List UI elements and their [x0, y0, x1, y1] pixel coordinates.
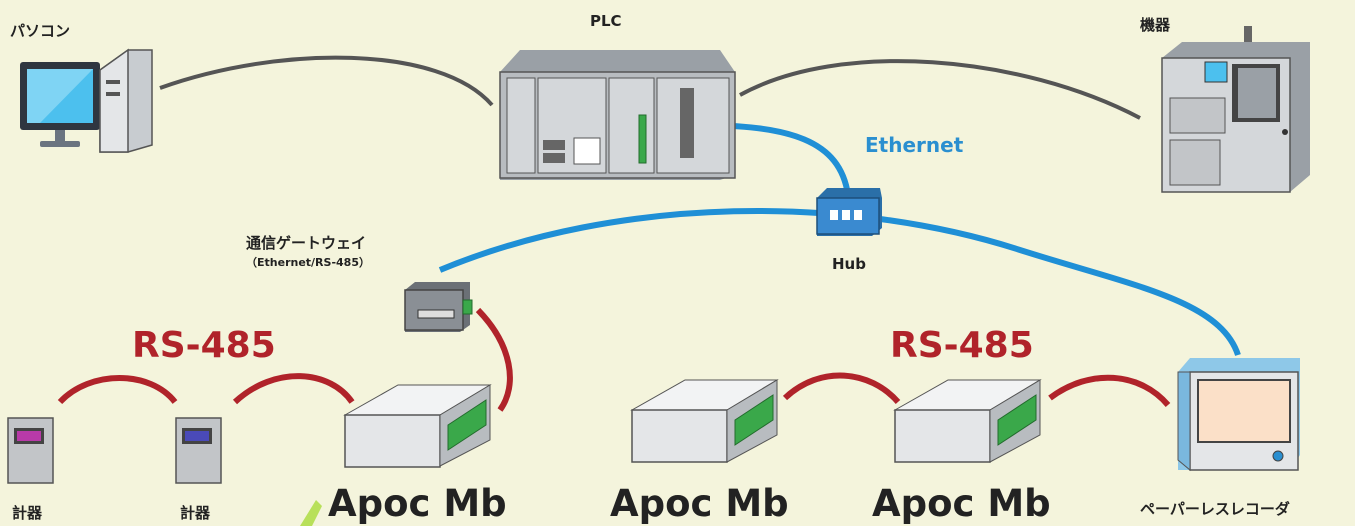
meter-1-icon — [7, 417, 54, 484]
hub-label: Hub — [832, 255, 866, 273]
apoc-mb-1-label: Apoc Mb — [328, 482, 507, 525]
pc-plc-cable — [159, 55, 494, 107]
meter-1-label: 計器 — [12, 504, 43, 522]
plc-label: PLC — [590, 12, 622, 30]
gateway-apoc-rs485-cable — [475, 307, 513, 412]
pc-icon — [20, 48, 153, 153]
pc-label: パソコン — [10, 22, 71, 40]
gateway-sub-label: （Ethernet/RS-485） — [246, 256, 370, 269]
apoc-recorder-rs485-cable — [1048, 374, 1171, 407]
apoc-apoc-rs485-cable — [782, 372, 901, 405]
apoc-mb-1-icon — [343, 384, 492, 468]
plc-equipment-cable — [739, 59, 1141, 120]
meter-2-icon — [175, 417, 222, 484]
meter-2-label: 計器 — [180, 504, 211, 522]
pointer-arrow-icon — [300, 500, 322, 526]
ethernet-label: Ethernet — [865, 133, 964, 157]
apoc-mb-2-label: Apoc Mb — [610, 482, 789, 525]
recorder-label: ペーパーレスレコーダ — [1140, 500, 1290, 518]
hub-icon — [816, 188, 882, 236]
meter-meter-rs485-cable — [57, 375, 178, 405]
gateway-icon — [404, 282, 473, 332]
apoc-mb-3-icon — [893, 379, 1042, 463]
apoc-mb-3-label: Apoc Mb — [872, 482, 1051, 525]
gateway-label: 通信ゲートウェイ — [246, 234, 367, 252]
equipment-label: 機器 — [1140, 16, 1171, 34]
gateway-recorder-ethernet-cable — [438, 208, 1241, 357]
apoc-mb-2-icon — [630, 379, 779, 463]
rs485-left-label: RS-485 — [132, 325, 276, 366]
recorder-icon — [1177, 358, 1300, 472]
equipment-icon — [1161, 26, 1310, 193]
plc-icon — [499, 50, 736, 180]
rs485-right-label: RS-485 — [890, 325, 1034, 366]
meter-apoc-rs485-cable — [232, 373, 355, 405]
